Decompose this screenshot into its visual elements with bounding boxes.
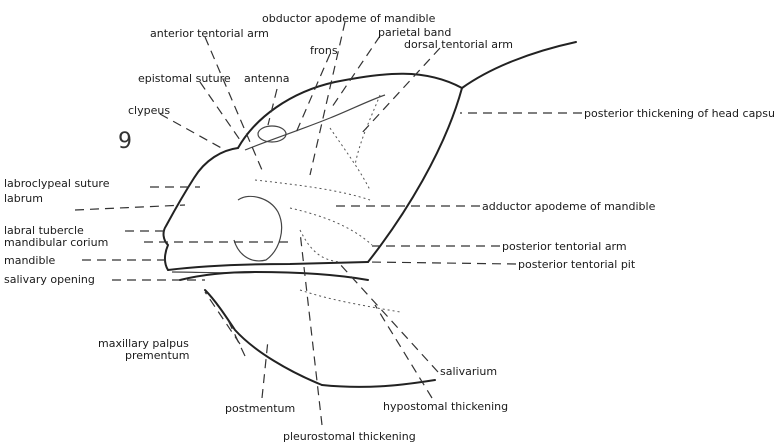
label-labrum: labrum <box>4 192 43 205</box>
tentorium-internal <box>255 180 372 262</box>
label-posterior-tentorial-pit: posterior tentorial pit <box>518 258 636 271</box>
label-clypeus: clypeus <box>128 104 170 117</box>
label-posterior-thickening: posterior thickening of head capsule <box>584 107 776 120</box>
head-drawing <box>164 42 576 387</box>
apodeme-internal <box>330 95 380 190</box>
mandible-outline <box>168 262 368 270</box>
label-labroclypeal-suture: labroclypeal suture <box>4 177 110 190</box>
clypeus-labrum-outline <box>164 148 238 270</box>
label-frons: frons <box>310 44 338 57</box>
salivarium-internal <box>300 290 400 312</box>
label-prementum: prementum <box>125 349 190 362</box>
label-epistomal-suture: epistomal suture <box>138 72 231 85</box>
label-dorsal-tentorial-arm: dorsal tentorial arm <box>404 38 513 51</box>
dorsal-outline <box>238 42 576 148</box>
label-anterior-tentorial-arm: anterior tentorial arm <box>150 27 269 40</box>
label-postmentum: postmentum <box>225 402 295 415</box>
labels: obductor apodeme of mandible parietal ba… <box>4 12 776 443</box>
label-mandibular-corium: mandibular corium <box>4 236 108 249</box>
label-hypostomal-thickening: hypostomal thickening <box>383 400 508 413</box>
labium-outline <box>180 272 368 280</box>
maxilla-outline <box>205 290 322 385</box>
label-posterior-tentorial-arm: posterior tentorial arm <box>502 240 627 253</box>
label-pleurostomal-thickening: pleurostomal thickening <box>283 430 416 443</box>
label-adductor-apodeme: adductor apodeme of mandible <box>482 200 656 213</box>
ventral-neck <box>322 380 435 387</box>
label-antenna: antenna <box>244 72 289 85</box>
label-salivary-opening: salivary opening <box>4 273 95 286</box>
mandible-condyle <box>234 196 282 260</box>
label-salivarium: salivarium <box>440 365 497 378</box>
posterior-margin <box>368 88 462 262</box>
frons-region <box>245 95 385 150</box>
figure-number: 9 <box>118 129 132 154</box>
label-mandible: mandible <box>4 254 56 267</box>
label-obductor-apodeme: obductor apodeme of mandible <box>262 12 436 25</box>
